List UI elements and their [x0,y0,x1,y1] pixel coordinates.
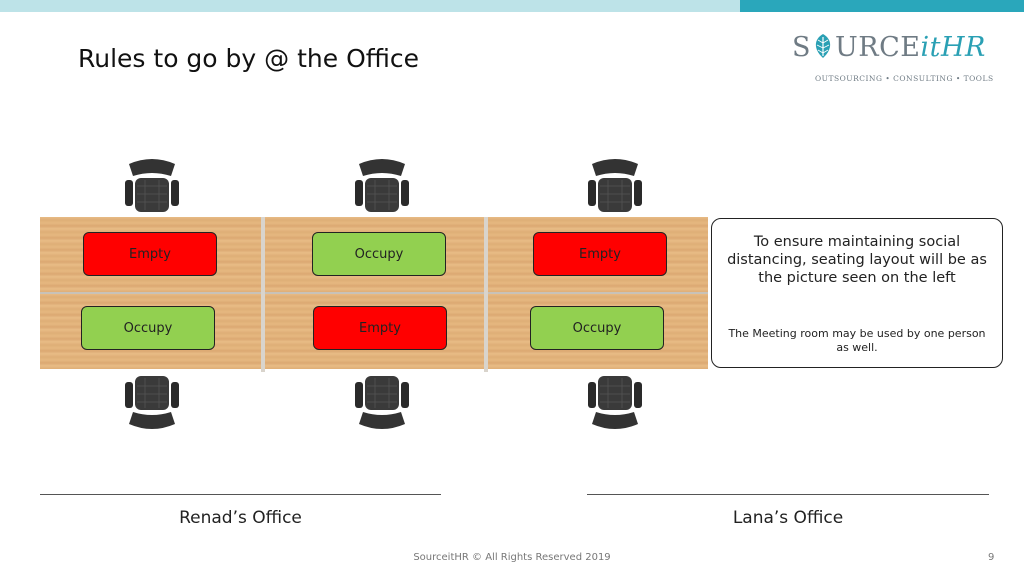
desk-divider [261,217,265,372]
seat-status-desk-2-bottom: Empty [313,306,447,350]
seat-status-desk-1-bottom: Occupy [81,306,215,350]
info-callout: To ensure maintaining social distancing,… [711,218,1003,368]
office-chair-icon [584,156,646,218]
seat-status-desk-2-top: Occupy [312,232,446,276]
office-label-left: Renad’s Office [179,508,302,528]
callout-main-text: To ensure maintaining social distancing,… [727,234,987,286]
office-chair-icon [121,370,183,432]
page-number: 9 [988,552,995,563]
office-chair-icon [121,156,183,218]
top-accent-bar-dark [740,0,1024,12]
logo-tagline: OUTSOURCING • CONSULTING • TOOLS [815,74,994,83]
top-accent-bar [0,0,740,12]
seat-status-desk-3-bottom: Occupy [530,306,664,350]
seat-status-desk-1-top: Empty [83,232,217,276]
office-label-right: Lana’s Office [732,508,844,528]
office-chair-icon [351,156,413,218]
office-chair-icon [351,370,413,432]
office-divider-right [587,494,989,495]
seat-status-desk-3-top: Empty [533,232,667,276]
desk-divider [484,217,488,372]
leaf-icon [812,33,834,59]
office-chair-icon [584,370,646,432]
footer-copyright: SourceitHR © All Rights Reserved 2019 [413,552,611,563]
slide-title: Rules to go by @ the Office [78,44,420,73]
office-divider-left [40,494,441,495]
callout-sub-text: The Meeting room may be used by one pers… [728,327,986,354]
